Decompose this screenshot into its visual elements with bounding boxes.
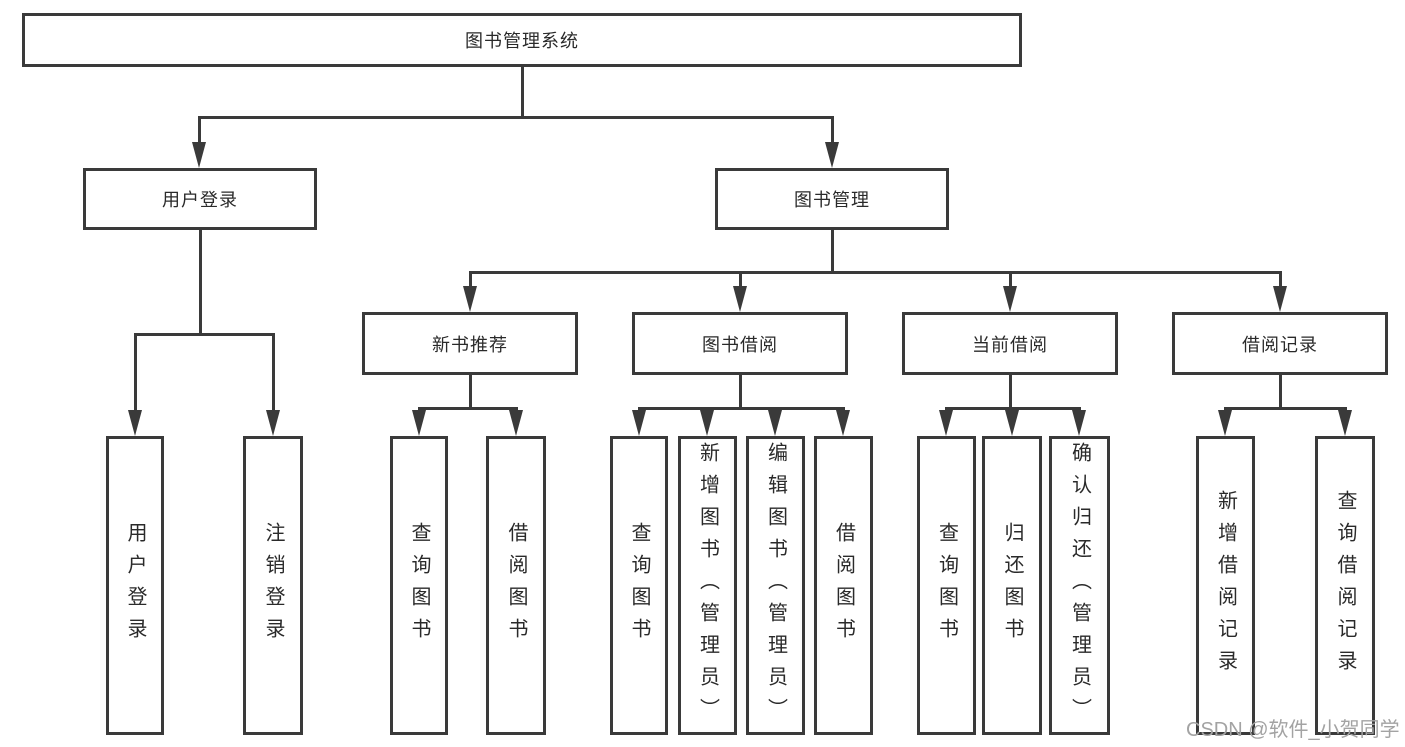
leaf-label: 借阅图书 <box>505 521 527 650</box>
connector-group-down <box>468 375 472 410</box>
leaf-label: 归还图书 <box>1001 521 1023 650</box>
node-new-book-recommend: 新书推荐 <box>362 312 578 375</box>
leaf-edit-books-admin: 编辑图书（管理员） <box>746 436 805 735</box>
node-book-management: 图书管理 <box>715 168 949 230</box>
node-borrow-records: 借阅记录 <box>1172 312 1388 375</box>
leaf-logout: 注销登录 <box>243 436 303 735</box>
leaf-user-login: 用户登录 <box>106 436 164 735</box>
leaf-label: 查询借阅记录 <box>1334 489 1356 682</box>
connector-user-login-down <box>198 230 202 336</box>
connector-group-bar <box>637 407 845 410</box>
connector-arrowhead <box>768 410 782 436</box>
leaf-query-borrow-record: 查询借阅记录 <box>1315 436 1375 735</box>
connector-leaf-stub <box>133 333 137 410</box>
leaf-label: 借阅图书 <box>832 521 855 650</box>
connector-level3-stub <box>738 271 742 287</box>
connector-level3-stub <box>1008 271 1012 287</box>
connector-arrowhead <box>1338 410 1352 436</box>
connector-level3-stub <box>1278 271 1282 287</box>
node-root: 图书管理系统 <box>22 13 1022 67</box>
connector-arrowhead <box>128 410 142 436</box>
connector-arrowhead <box>463 286 477 312</box>
leaf-label: 用户登录 <box>124 521 146 650</box>
connector-arrowhead <box>1005 410 1019 436</box>
connector-arrowhead <box>1218 410 1232 436</box>
connector-group-down <box>1008 375 1012 410</box>
leaf-return-books: 归还图书 <box>982 436 1042 735</box>
connector-arrowhead <box>836 410 850 436</box>
connector-group-bar <box>1223 407 1347 410</box>
leaf-label: 新增借阅记录 <box>1214 489 1237 682</box>
connector-arrowhead <box>192 142 206 168</box>
connector-arrowhead <box>700 410 714 436</box>
connector-arrowhead <box>733 286 747 312</box>
leaf-label: 新增图书（管理员） <box>696 441 719 730</box>
connector-level2-bar <box>197 116 834 119</box>
connector-book-mgmt-down <box>830 230 834 274</box>
connector-level3-bar <box>468 271 1282 274</box>
leaf-label: 编辑图书（管理员） <box>764 441 787 730</box>
watermark: CSDN @软件_小贺同学 <box>1186 719 1400 741</box>
connector-arrowhead <box>632 410 646 436</box>
connector-arrowhead <box>1273 286 1287 312</box>
connector-arrowhead <box>1003 286 1017 312</box>
connector-level3-stub <box>468 271 472 287</box>
leaf-add-borrow-record: 新增借阅记录 <box>1196 436 1255 735</box>
connector-book-mgmt-stub <box>830 116 834 143</box>
leaf-label: 注销登录 <box>262 521 284 650</box>
leaf-query-books-borrow: 查询图书 <box>610 436 668 735</box>
leaf-label: 确认归还（管理员） <box>1068 441 1091 730</box>
connector-arrowhead <box>266 410 280 436</box>
connector-arrowhead <box>1072 410 1086 436</box>
leaf-query-books-current: 查询图书 <box>917 436 976 735</box>
connector-arrowhead <box>412 410 426 436</box>
node-current-borrow: 当前借阅 <box>902 312 1118 375</box>
connector-group-down <box>738 375 742 410</box>
connector-arrowhead <box>825 142 839 168</box>
node-user-login: 用户登录 <box>83 168 317 230</box>
leaf-add-books-admin: 新增图书（管理员） <box>678 436 737 735</box>
leaf-query-books-recommend: 查询图书 <box>390 436 448 735</box>
leaf-borrow-books: 借阅图书 <box>814 436 873 735</box>
leaf-confirm-return-admin: 确认归还（管理员） <box>1049 436 1110 735</box>
leaf-label: 查询图书 <box>935 521 958 650</box>
connector-leaf-stub <box>271 333 275 410</box>
node-book-borrow: 图书借阅 <box>632 312 848 375</box>
leaf-label: 查询图书 <box>408 521 430 650</box>
leaf-borrow-books-recommend: 借阅图书 <box>486 436 546 735</box>
leaf-label: 查询图书 <box>628 521 650 650</box>
connector-group-bar <box>417 407 518 410</box>
connector-arrowhead <box>509 410 523 436</box>
connector-group-bar <box>944 407 1081 410</box>
connector-group-down <box>1278 375 1282 410</box>
connector-user-login-stub <box>197 116 201 143</box>
connector-root-stub <box>520 67 524 119</box>
connector-arrowhead <box>939 410 953 436</box>
connector-user-login-bar <box>133 333 275 336</box>
